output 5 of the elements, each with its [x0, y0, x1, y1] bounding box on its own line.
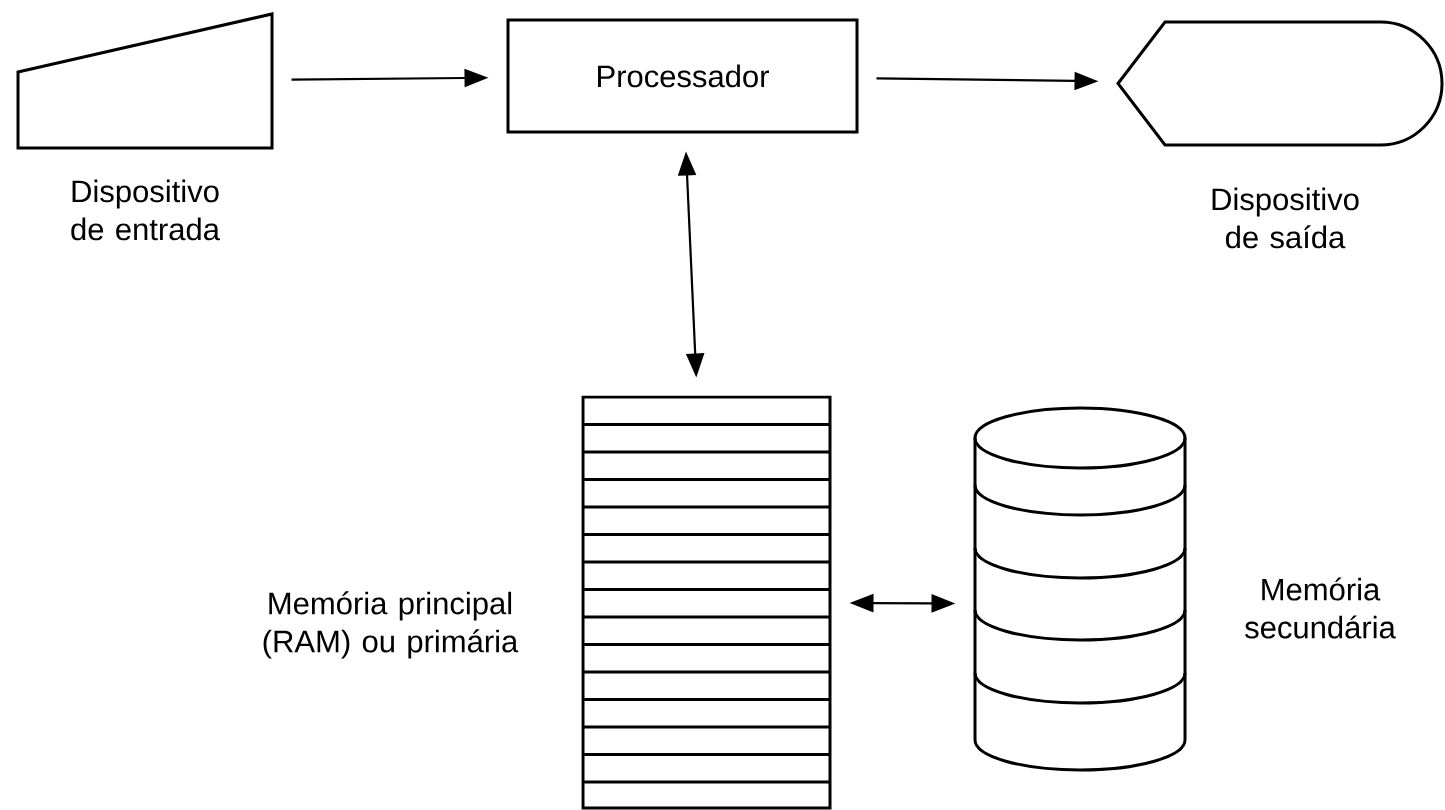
node-label: Memória secundária	[1245, 577, 1396, 639]
node-label: Dispositivo de entrada	[71, 179, 220, 241]
node-label: Dispositivo de saída	[1212, 187, 1359, 249]
process-box: Processador	[506, 18, 859, 134]
node-label: Memória principal (RAM) ou primária	[263, 591, 519, 659]
